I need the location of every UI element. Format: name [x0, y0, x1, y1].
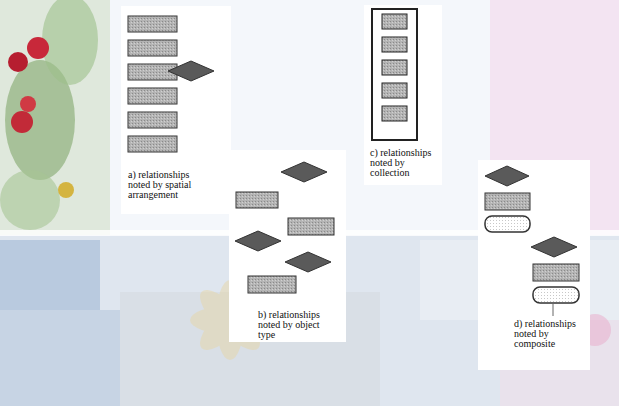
- berry: [11, 111, 33, 133]
- panel: [229, 150, 346, 342]
- leaf: [0, 170, 60, 230]
- caption-label: c) relationships noted by collection: [370, 148, 440, 178]
- berry: [8, 52, 28, 72]
- caption-label: d) relationships noted by composite: [514, 319, 588, 349]
- stacked-objects: [128, 16, 214, 152]
- typed-objects: [235, 162, 334, 293]
- caption-label: a) relationships noted by spatial arrang…: [128, 170, 208, 200]
- composite-objects: [485, 166, 579, 303]
- collection: [372, 9, 417, 140]
- berry: [20, 96, 36, 112]
- blue-square: [0, 310, 130, 406]
- panel: [364, 5, 442, 185]
- blue-square: [0, 240, 100, 310]
- panel: [121, 6, 231, 214]
- caption-label: b) relationships noted by object type: [258, 310, 332, 340]
- panel: [478, 160, 590, 370]
- leaf: [42, 0, 98, 85]
- leader-line: [553, 304, 554, 316]
- berry: [58, 182, 74, 198]
- berry: [27, 37, 49, 59]
